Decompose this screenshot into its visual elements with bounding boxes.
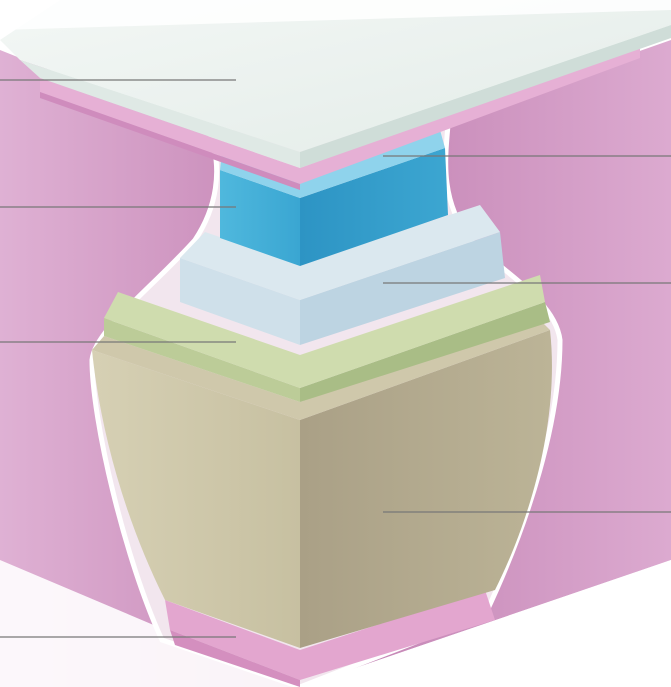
mattress-layers-illustration (0, 0, 671, 687)
mattress-cutaway-diagram (0, 0, 671, 687)
